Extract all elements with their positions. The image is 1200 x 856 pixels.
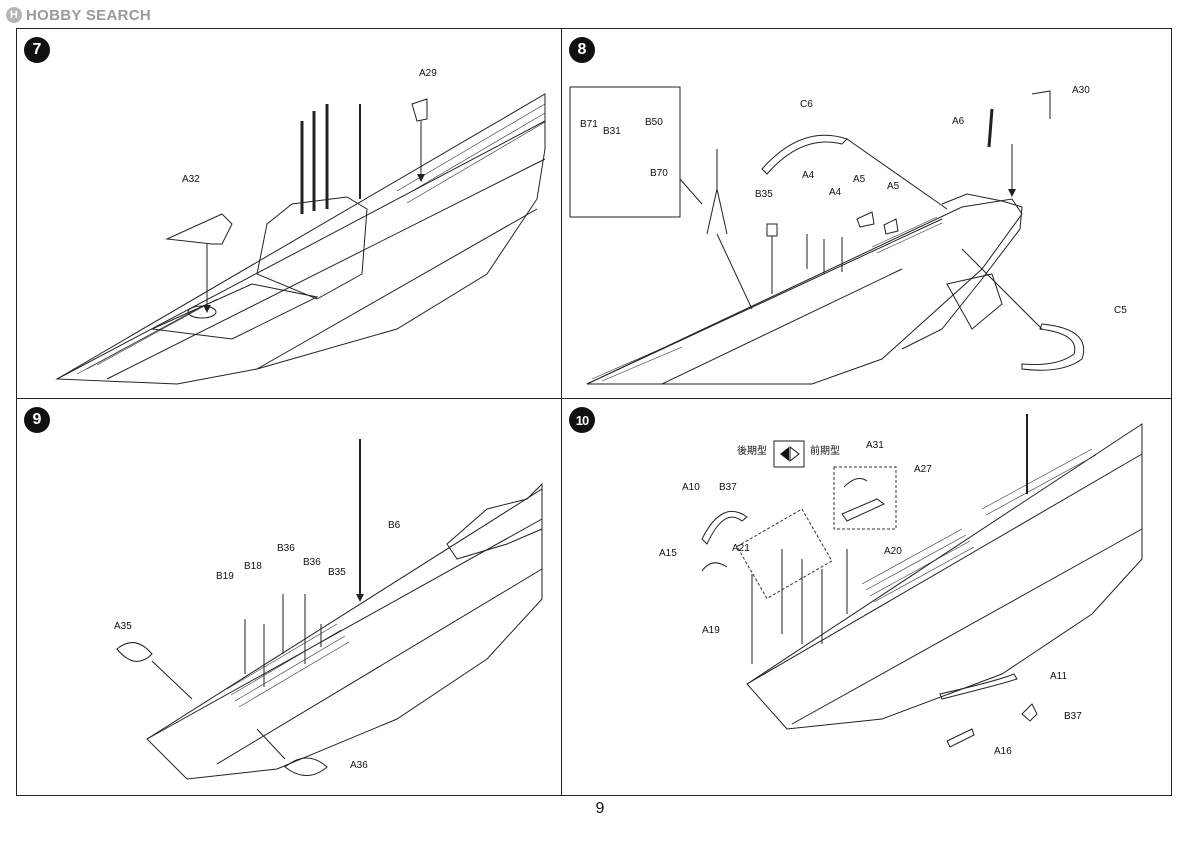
part-label-a36: A36: [350, 760, 368, 771]
part-label-b70: B70: [650, 168, 668, 179]
vertical-divider: [561, 28, 562, 796]
step-8-illustration: [569, 86, 1084, 385]
page-number: 9: [595, 800, 605, 817]
instruction-frame: [16, 28, 1172, 796]
part-label-b18: B18: [244, 561, 262, 572]
part-label-c5: C5: [1114, 305, 1127, 316]
part-label-a5-right: A5: [887, 181, 900, 192]
variant-label-early: 前期型: [810, 446, 840, 457]
part-label-b35: B35: [755, 189, 773, 200]
part-label-a29: A29: [419, 68, 437, 79]
part-label-b35: B35: [328, 567, 346, 578]
step-10-number: 10: [569, 407, 595, 433]
part-label-a19: A19: [702, 625, 720, 636]
step-8-panel: 8 B71 B31 B50 B70 C6 A6 A30 B35 A4 A4 A5…: [562, 29, 1171, 398]
logo-text: HOBBY SEARCH: [26, 6, 152, 24]
part-label-a16: A16: [994, 746, 1012, 757]
part-label-b36-left: B36: [277, 543, 295, 554]
part-label-a6: A6: [952, 116, 965, 127]
step-7-panel: 7 A29 A32: [17, 29, 561, 398]
step-7-number: 7: [24, 37, 50, 63]
part-label-b19: B19: [216, 571, 234, 582]
step-7-illustration: [55, 93, 546, 385]
step-10-illustration: [701, 414, 1143, 748]
site-logo: H HOBBY SEARCH: [6, 5, 151, 25]
part-label-a32: A32: [182, 174, 200, 185]
part-label-a27: A27: [914, 464, 932, 475]
part-label-b6: B6: [388, 520, 401, 531]
part-label-a10: A10: [682, 482, 700, 493]
part-label-a21: A21: [732, 543, 750, 554]
part-label-a15: A15: [659, 548, 677, 559]
part-label-a11: A11: [1050, 671, 1068, 682]
horizontal-divider: [16, 398, 1172, 399]
part-label-a30: A30: [1072, 85, 1090, 96]
part-label-a31: A31: [866, 440, 884, 451]
part-label-a35: A35: [114, 621, 132, 632]
step-9-number: 9: [24, 407, 50, 433]
step-8-number: 8: [569, 37, 595, 63]
step-10-panel: 10 後期型 前期型 A31 A27 A10 B37 A21 A20 A15 A…: [562, 399, 1171, 795]
part-label-b36-right: B36: [303, 557, 321, 568]
step-9-panel: 9 B6 B36 B36 B19 B18 B35 A35 A36: [17, 399, 561, 795]
variant-label-late: 後期型: [737, 446, 767, 457]
part-label-a4-right: A4: [829, 187, 842, 198]
part-label-b37-top: B37: [719, 482, 737, 493]
part-label-b50: B50: [645, 117, 663, 128]
part-label-c6: C6: [800, 99, 813, 110]
part-label-b37-bottom: B37: [1064, 711, 1082, 722]
part-label-a5-left: A5: [853, 174, 866, 185]
part-label-a20: A20: [884, 546, 902, 557]
part-label-a4-left: A4: [802, 170, 815, 181]
logo-mark-icon: H: [6, 7, 22, 23]
step-9-illustration: [116, 439, 543, 780]
part-label-b71: B71: [580, 119, 598, 130]
part-label-b31: B31: [603, 126, 621, 137]
